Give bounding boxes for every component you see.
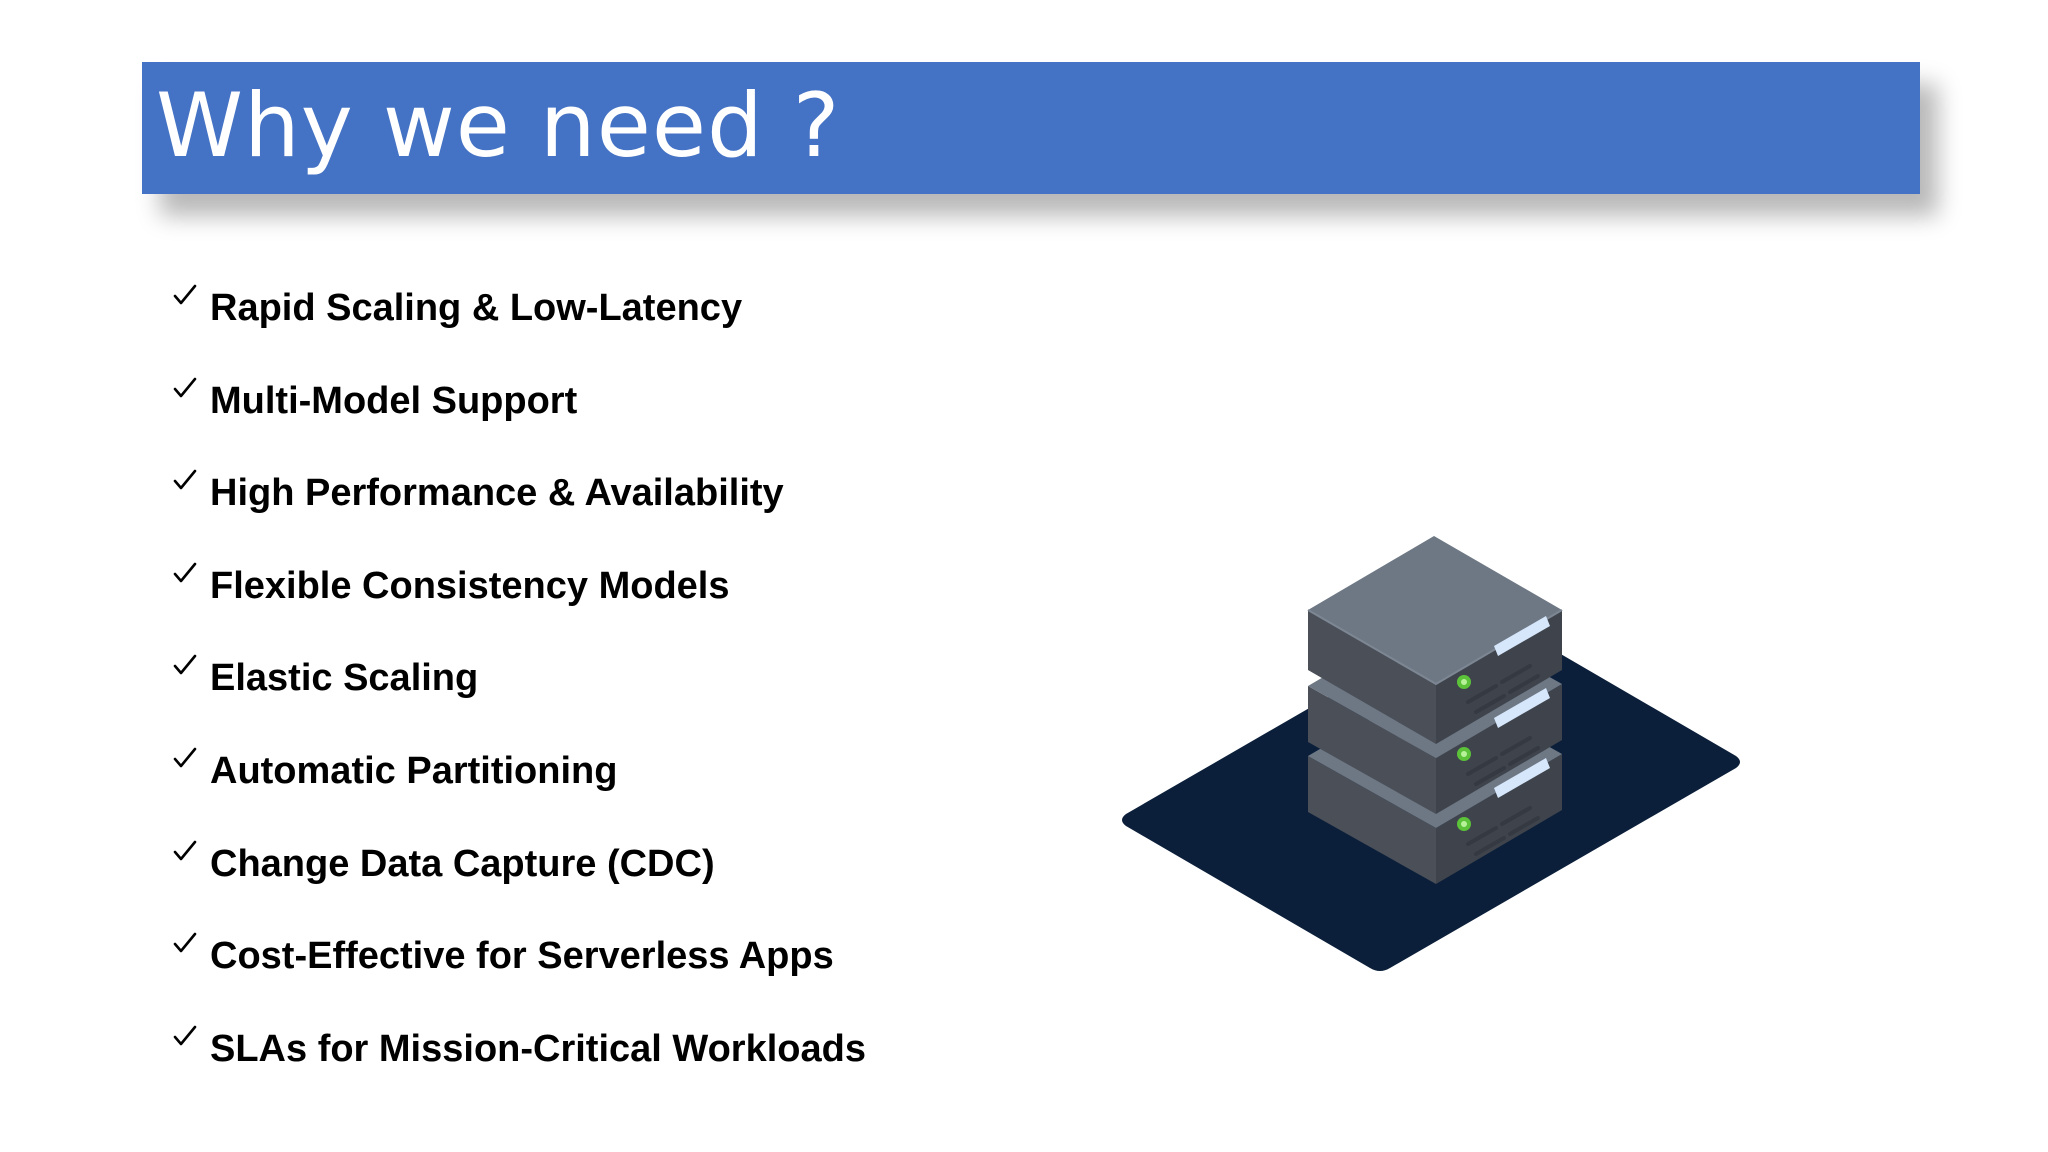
checkmark-icon <box>173 562 197 583</box>
checkmark-icon <box>173 284 197 305</box>
bullet-label: Automatic Partitioning <box>210 749 618 792</box>
bullet-label: Rapid Scaling & Low-Latency <box>210 287 743 329</box>
checkmark-icon <box>173 840 197 860</box>
title-bar: Why we need ? <box>142 62 1920 194</box>
bullet-label: SLAs for Mission-Critical Workloads <box>210 1027 866 1070</box>
bullet-label: High Performance & Availability <box>210 472 784 515</box>
checkmark-icon <box>173 655 197 675</box>
checkmark-icon <box>173 932 197 953</box>
checkmark-icon <box>173 469 197 490</box>
bullet-label: Change Data Capture (CDC) <box>210 842 715 885</box>
slide-title: Why we need ? <box>156 74 841 177</box>
bullet-label: Multi-Model Support <box>210 379 578 422</box>
checkmark-icon <box>173 747 197 768</box>
checkmark-icon <box>173 1025 197 1046</box>
server-stack-icon <box>1122 536 1740 971</box>
checkmark-icon <box>173 377 197 397</box>
server-unit-top <box>1307 536 1563 744</box>
bullet-label: Elastic Scaling <box>210 657 479 700</box>
bullet-label: Flexible Consistency Models <box>210 564 730 607</box>
bullet-label: Cost-Effective for Serverless Apps <box>210 935 834 978</box>
